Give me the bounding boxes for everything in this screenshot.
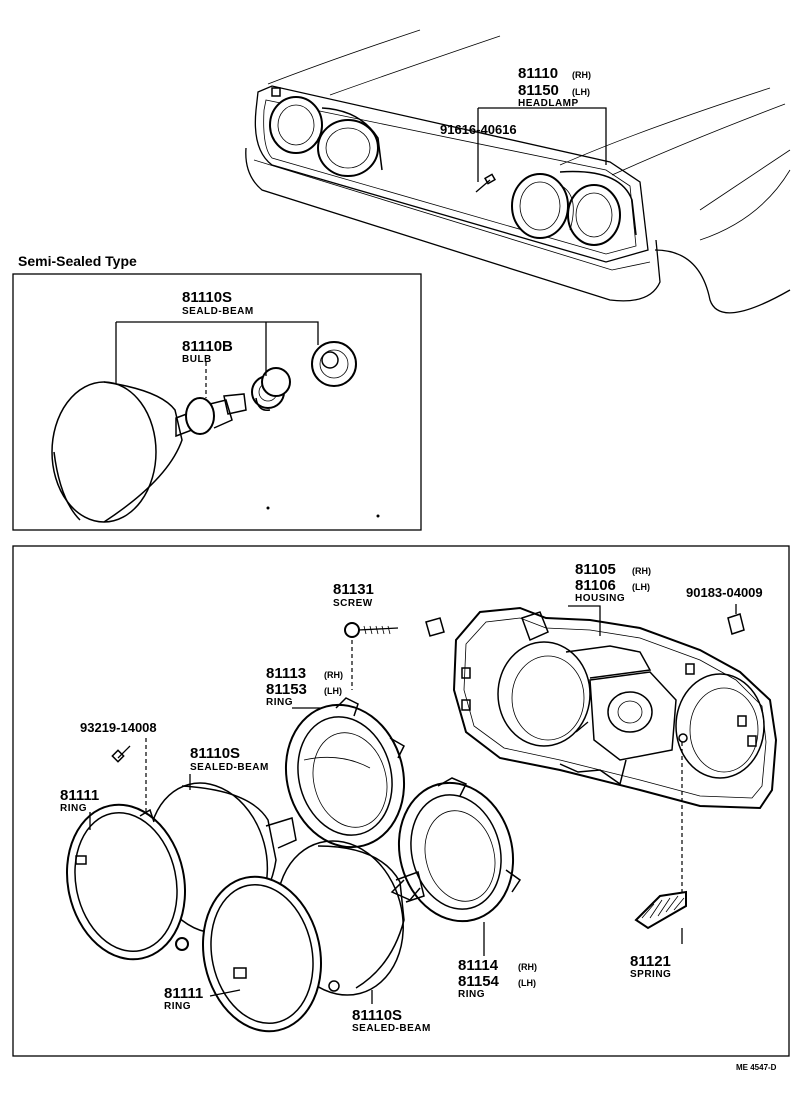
label-ring-upper-rh-no: 81113 [266, 665, 306, 682]
label-ring-front-desc: RING [164, 1001, 191, 1012]
spring-illustration [634, 742, 687, 930]
label-semi-seal-no: 81110S [182, 289, 232, 306]
ring-left-illustration [65, 803, 187, 961]
label-headlamp-lh-no: 81150 [518, 82, 559, 99]
label-screw-no: 81131 [333, 581, 374, 598]
callouts-lower [89, 604, 737, 1004]
label-ring-upper-rh-q: (RH) [324, 670, 343, 680]
label-housing-lh-no: 81106 [575, 577, 616, 594]
ring-upper-illustration [284, 697, 406, 849]
label-spring-no: 81121 [630, 953, 671, 970]
label-semi-seal-desc: SEALD-BEAM [182, 306, 254, 317]
label-spring-desc: SPRING [630, 969, 671, 980]
label-ring-left-desc: RING [60, 803, 87, 814]
reference-code: ME 4547-D [736, 1063, 777, 1072]
label-beam-front-no: 81110S [352, 1007, 402, 1024]
label-bulb-no: 81110B [182, 338, 233, 355]
label-ring-left-no: 81111 [60, 787, 99, 804]
label-ring-front-no: 81111 [164, 985, 203, 1002]
car-front-illustration [245, 29, 791, 314]
label-beam-front-desc: SEALED-BEAM [352, 1023, 431, 1034]
label-headlamp-lh-q: (LH) [572, 87, 590, 97]
label-bolt-top-no: 91616-40616 [440, 122, 517, 137]
label-bulb-desc: BULB [182, 354, 212, 365]
callouts-top [477, 107, 607, 182]
label-housing-desc: HOUSING [575, 593, 625, 604]
label-ring-lower-rh-q: (RH) [518, 962, 537, 972]
label-beam-left-no: 81110S [190, 745, 240, 762]
label-ring-lower-lh-no: 81154 [458, 973, 500, 990]
ring-lower-illustration [390, 777, 522, 923]
clip-parts [425, 613, 745, 637]
label-ring-upper-lh-q: (LH) [324, 686, 342, 696]
semi-sealed-illustration [51, 341, 380, 523]
section-title: Semi-Sealed Type [18, 253, 137, 269]
label-ring-upper-desc: RING [266, 697, 293, 708]
label-ring-lower-rh-no: 81114 [458, 957, 499, 974]
sealed-beam-front-illustration [201, 840, 425, 1033]
label-housing-lh-q: (LH) [632, 582, 650, 592]
label-housing-rh-q: (RH) [632, 566, 651, 576]
exploded-view-box [12, 545, 790, 1057]
screw-81131-illustration [344, 622, 399, 690]
label-nut-no: 90183-04009 [686, 585, 763, 600]
semi-sealed-box [12, 273, 422, 531]
label-headlamp-rh-q: (RH) [572, 70, 591, 80]
label-headlamp-desc: HEADLAMP [518, 98, 579, 109]
label-ring-lower-lh-q: (LH) [518, 978, 536, 988]
label-ring-upper-lh-no: 81153 [266, 681, 307, 698]
label-beam-left-desc: SEALED-BEAM [190, 762, 269, 773]
label-screw-desc: SCREW [333, 598, 373, 609]
label-screw-small-no: 93219-14008 [80, 720, 157, 735]
housing-illustration [452, 606, 778, 810]
label-housing-rh-no: 81105 [575, 561, 616, 578]
callouts-semi [115, 321, 319, 398]
label-ring-lower-desc: RING [458, 989, 485, 1000]
label-headlamp-rh-no: 81110 [518, 65, 558, 82]
